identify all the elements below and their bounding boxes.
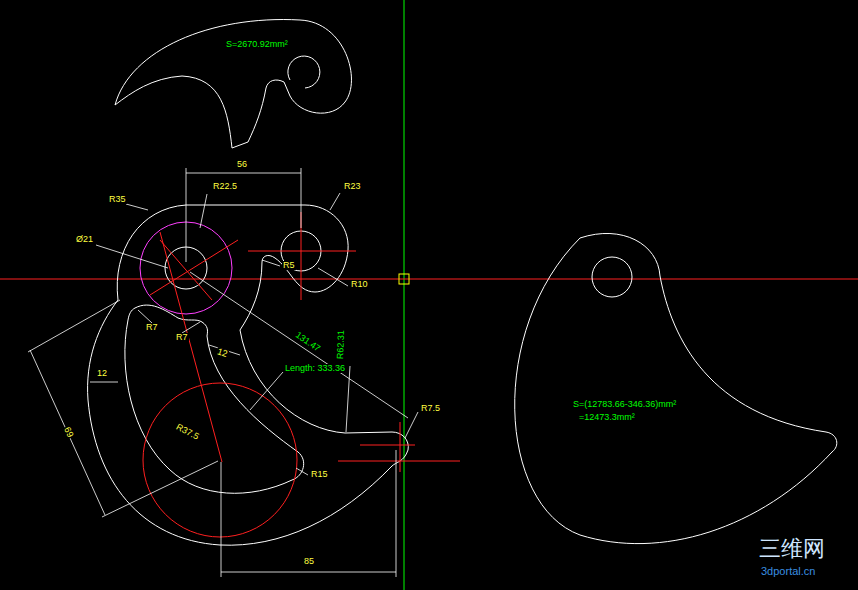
watermark: 三维网 [758,538,826,560]
radius-callout: R7.5 [420,404,441,413]
dimension: 12 [96,369,108,378]
dimension: 56 [236,160,248,169]
watermark: 3dportal.cn [760,566,816,577]
area-note: S=(12783.66-346.36)mm² [572,400,677,409]
radius-callout: R7 [175,333,189,342]
radius-callout: R7 [145,323,159,332]
area-note: S=2670.92mm² [225,40,289,49]
area-note: =12473.3mm² [578,413,636,422]
radius-callout: R23 [343,182,362,191]
radius-callout: R35 [108,195,127,204]
radius-callout: R15 [310,470,329,479]
radius-callout: R10 [350,280,369,289]
dimension: 12 [215,347,229,359]
radius-callout: R37.5 [174,422,201,442]
dimension: 85 [303,557,315,566]
radius-callout: R22.5 [212,182,238,191]
dimension: R62.31 [336,329,346,360]
diameter-callout: Ø21 [75,235,94,244]
radius-callout: R5 [282,261,296,270]
length-note: Length: 333.36 [284,364,346,373]
dimension: 69 [62,425,75,440]
